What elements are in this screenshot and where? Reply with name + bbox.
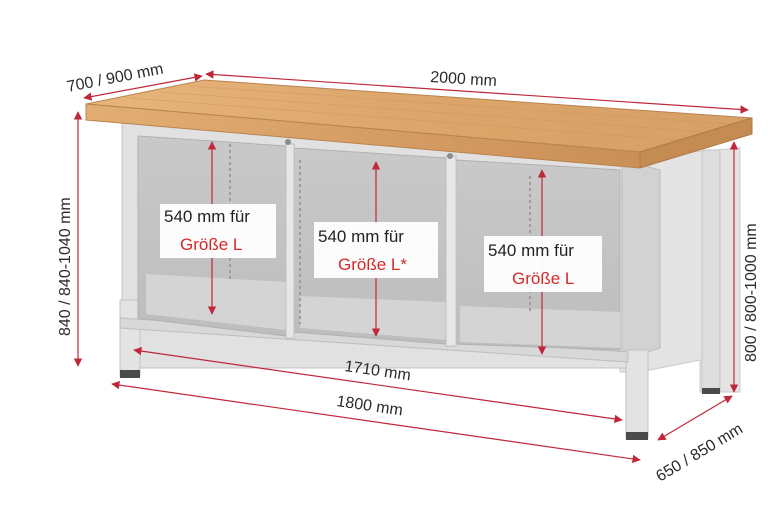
compartment-right-size: Größe L	[512, 269, 574, 288]
frame-depth-label: 650 / 850 mm	[653, 420, 746, 485]
compartment-label-left: 540 mm für Größe L	[160, 204, 276, 258]
front-left-leg	[119, 299, 141, 377]
compartment-label-right: 540 mm für Größe L	[484, 236, 602, 292]
height-right-label: 800 / 800-1000 mm	[743, 223, 760, 362]
front-right-leg	[625, 349, 649, 439]
compartment-middle-size: Größe L*	[338, 255, 407, 274]
compartment-left-size: Größe L	[180, 235, 242, 254]
frame-width-label: 1800 mm	[335, 393, 403, 419]
frame-depth-dimension-line	[657, 395, 733, 441]
compartment-right-height: 540 mm für	[488, 241, 574, 260]
width-top-dimension-line	[205, 70, 749, 114]
depth-dimension-line	[83, 73, 203, 101]
height-total-label: 840 / 840-1040 mm	[57, 197, 74, 336]
frame-width-dimension-line	[111, 380, 641, 464]
compartment-middle-height: 540 mm für	[318, 227, 404, 246]
width-top-label: 2000 mm	[430, 69, 498, 90]
rear-right-leg	[701, 149, 721, 393]
compartment-left-height: 540 mm für	[164, 207, 250, 226]
compartment-label-middle: 540 mm für Größe L*	[314, 222, 438, 278]
